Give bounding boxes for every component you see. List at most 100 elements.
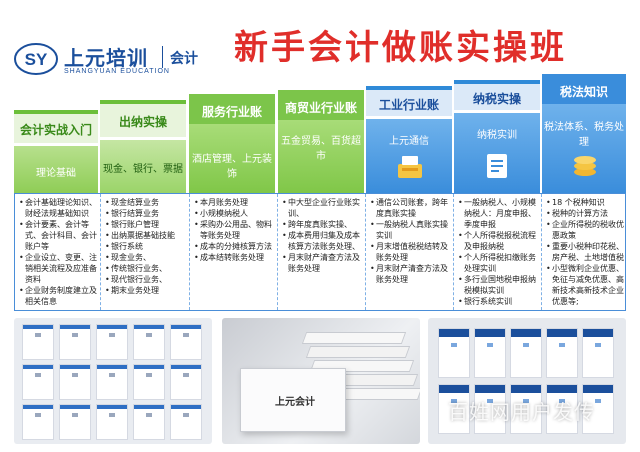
- desc-column-tax-practice: 一般纳税人、小规模纳税人：月度申报、季度申报个人所得税报税流程及申报纳税个人所得…: [454, 194, 542, 310]
- book-grid-photo: [14, 318, 212, 444]
- box-front: 上元会计: [240, 368, 346, 432]
- cash-register-icon: [398, 156, 422, 178]
- desc-item: 企业设立、变更、注销相关流程及应准备资料: [19, 252, 97, 285]
- stair-label: 工业行业账: [378, 98, 439, 112]
- stair-body-bg: [278, 120, 364, 193]
- desc-item: 企业财务制度建立及相关信息: [19, 285, 97, 307]
- desc-item: 月末增值税税结转及账务处理: [370, 241, 450, 263]
- stair-sub-label: 理论基础: [36, 168, 76, 179]
- desc-column-service-industry: 本月账务处理小规模纳税人采购办公用品、物料等账务处理成本的分摊核算方法成本结转账…: [190, 194, 278, 310]
- book-cover: [170, 404, 202, 440]
- desc-item: 会计要素、会计等式、会计科目、会计账户等: [19, 219, 97, 252]
- desc-item: 个人所得税扣缴账务处理实训: [458, 252, 538, 274]
- desc-item: 现金结算业务: [105, 197, 186, 208]
- stair-cashier: 出纳实操 现金、银行、票据: [100, 100, 186, 193]
- desc-item: 月末财产清查方法及账务处理: [370, 263, 450, 285]
- stair-body-bg: [189, 124, 275, 193]
- stair-header-bg: [100, 100, 186, 137]
- stair-label: 商贸业行业账: [284, 101, 357, 115]
- book-cover: [59, 364, 91, 400]
- book-cover: [474, 384, 506, 434]
- book-cover: [438, 384, 470, 434]
- desc-item: 跨年度真账实操、: [282, 219, 362, 230]
- book-cover: [96, 324, 128, 360]
- svg-text:SY: SY: [25, 50, 48, 69]
- stair-tax-practice: 纳税实操 纳税实训: [454, 80, 540, 193]
- desc-item: 一般纳税人真账实操实训: [370, 219, 450, 241]
- desc-item: 多行业国地税申报纳税模拟实训: [458, 274, 538, 296]
- desc-item: 中大型企业行业账实训、: [282, 197, 362, 219]
- brand-divider: [162, 46, 163, 68]
- desc-column-trade-industry: 中大型企业行业账实训、跨年度真账实操、成本费用归集及成本核算方法账务处理、月末财…: [278, 194, 366, 310]
- desc-column-accounting-intro: 会计基础理论知识、财经法规基础知识会计要素、会计等式、会计科目、会计账户等企业设…: [15, 194, 101, 310]
- desc-item: 成本的分摊核算方法: [194, 241, 274, 252]
- book-cover: [546, 384, 578, 434]
- sy-logo-icon: SY: [14, 43, 58, 75]
- desc-item: 出纳票据基础技能: [105, 230, 186, 241]
- desc-item: 税种的计算方法: [546, 208, 624, 219]
- desc-item: 传统银行业务、: [105, 263, 186, 274]
- stair-sub-label: 现金、银行、票据: [103, 164, 183, 175]
- book-cover: [96, 364, 128, 400]
- stair-industrial: 工业行业账 上元通信: [366, 86, 452, 193]
- book-cover: [510, 384, 542, 434]
- stair-sub-label: 酒店管理、上元装饰: [192, 154, 272, 180]
- stair-label: 会计实战入门: [19, 123, 92, 137]
- desc-item: 期末业务处理: [105, 285, 186, 296]
- book-fan-photo: [428, 318, 626, 444]
- desc-item: 本月账务处理: [194, 197, 274, 208]
- stair-sub-label: 上元通信: [389, 136, 429, 147]
- book-cover: [582, 328, 614, 378]
- course-descriptions: 会计基础理论知识、财经法规基础知识会计要素、会计等式、会计科目、会计账户等企业设…: [14, 193, 626, 311]
- book-cover: [59, 324, 91, 360]
- stair-sub-label: 税法体系、税务处理: [544, 122, 624, 148]
- stair-label: 税法知识: [559, 85, 608, 99]
- brand-name: 上元培训: [64, 46, 148, 70]
- stair-label: 服务行业账: [201, 105, 262, 119]
- brand-tag: 会计: [170, 51, 198, 67]
- book-cover: [510, 328, 542, 378]
- stair-header-bg: [189, 94, 275, 124]
- coins-icon: [574, 156, 596, 176]
- stair-label: 纳税实操: [472, 92, 521, 106]
- brand-english: SHANGYUAN EDUCATION: [64, 68, 170, 75]
- stair-label: 出纳实操: [118, 115, 167, 129]
- desc-item: 现金业务、: [105, 252, 186, 263]
- box-brand-label: 上元会计: [275, 397, 315, 408]
- book-cover: [438, 328, 470, 378]
- stair-trade-industry: 商贸业行业账 五金贸易、百货超市: [278, 90, 364, 193]
- stair-header-bg: [542, 74, 626, 104]
- desc-item: 银行系统: [105, 241, 186, 252]
- book-cover: [133, 404, 165, 440]
- desc-item: 成本结转账务处理: [194, 252, 274, 263]
- book-cover: [96, 404, 128, 440]
- brand-logo: SY 上元培训 会计 SHANGYUAN EDUCATION: [14, 40, 224, 82]
- watermark-text: 百姓网用户发传: [448, 400, 595, 424]
- desc-item: 小规模纳税人: [194, 208, 274, 219]
- book-cover: [474, 328, 506, 378]
- desc-item: 银行系统实训: [458, 296, 538, 307]
- stair-accounting-intro: 会计实战入门 理论基础: [14, 110, 98, 193]
- desc-column-tax-law: 18 个税种知识税种的计算方法企业所得税的税收优惠政策重要小税种印花税、房产税、…: [542, 194, 627, 310]
- stair-body-bg: [100, 140, 186, 193]
- book-cover: [170, 364, 202, 400]
- desc-column-cashier: 现金结算业务银行结算业务银行账户管理出纳票据基础技能银行系统现金业务、传统银行业…: [101, 194, 190, 310]
- stair-header-bg: [14, 110, 98, 143]
- stair-body-bg: [542, 104, 626, 193]
- page-title: 新手会计做账实操班: [234, 28, 567, 68]
- book-cover: [22, 324, 54, 360]
- book-cover: [133, 324, 165, 360]
- box-set-photo: 上元会计: [222, 318, 420, 444]
- desc-item: 现代银行业务、: [105, 274, 186, 285]
- stair-body-bg: [14, 146, 98, 193]
- stair-service-industry: 服务行业账 酒店管理、上元装饰: [189, 94, 275, 193]
- book-cover: [133, 364, 165, 400]
- desc-item: 企业所得税的税收优惠政策: [546, 219, 624, 241]
- book-cover: [59, 404, 91, 440]
- desc-item: 个人所得税报税流程及申报纳税: [458, 230, 538, 252]
- stair-sub-label: 五金贸易、百货超市: [281, 136, 361, 162]
- desc-item: 银行结算业务: [105, 208, 186, 219]
- stair-tax-law: 税法知识 税法体系、税务处理: [542, 74, 626, 193]
- book-cover: [170, 324, 202, 360]
- stair-header-bg: [454, 80, 540, 110]
